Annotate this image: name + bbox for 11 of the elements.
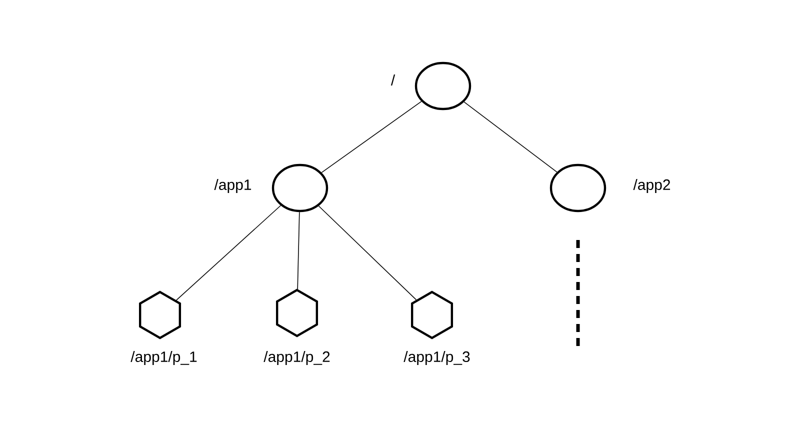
connector-line <box>297 212 300 290</box>
node-label: /app1/p_2 <box>264 351 330 365</box>
connector-line <box>464 102 558 172</box>
node-label: /app1 <box>214 179 252 193</box>
connector-line <box>318 206 417 300</box>
node-label: /app2 <box>633 179 670 193</box>
node-label: / <box>390 74 396 86</box>
connector-line <box>321 101 422 173</box>
node-label: /app1/p_1 <box>130 351 197 365</box>
node-label: /app1/p_3 <box>404 351 470 365</box>
connector-line <box>176 205 282 301</box>
